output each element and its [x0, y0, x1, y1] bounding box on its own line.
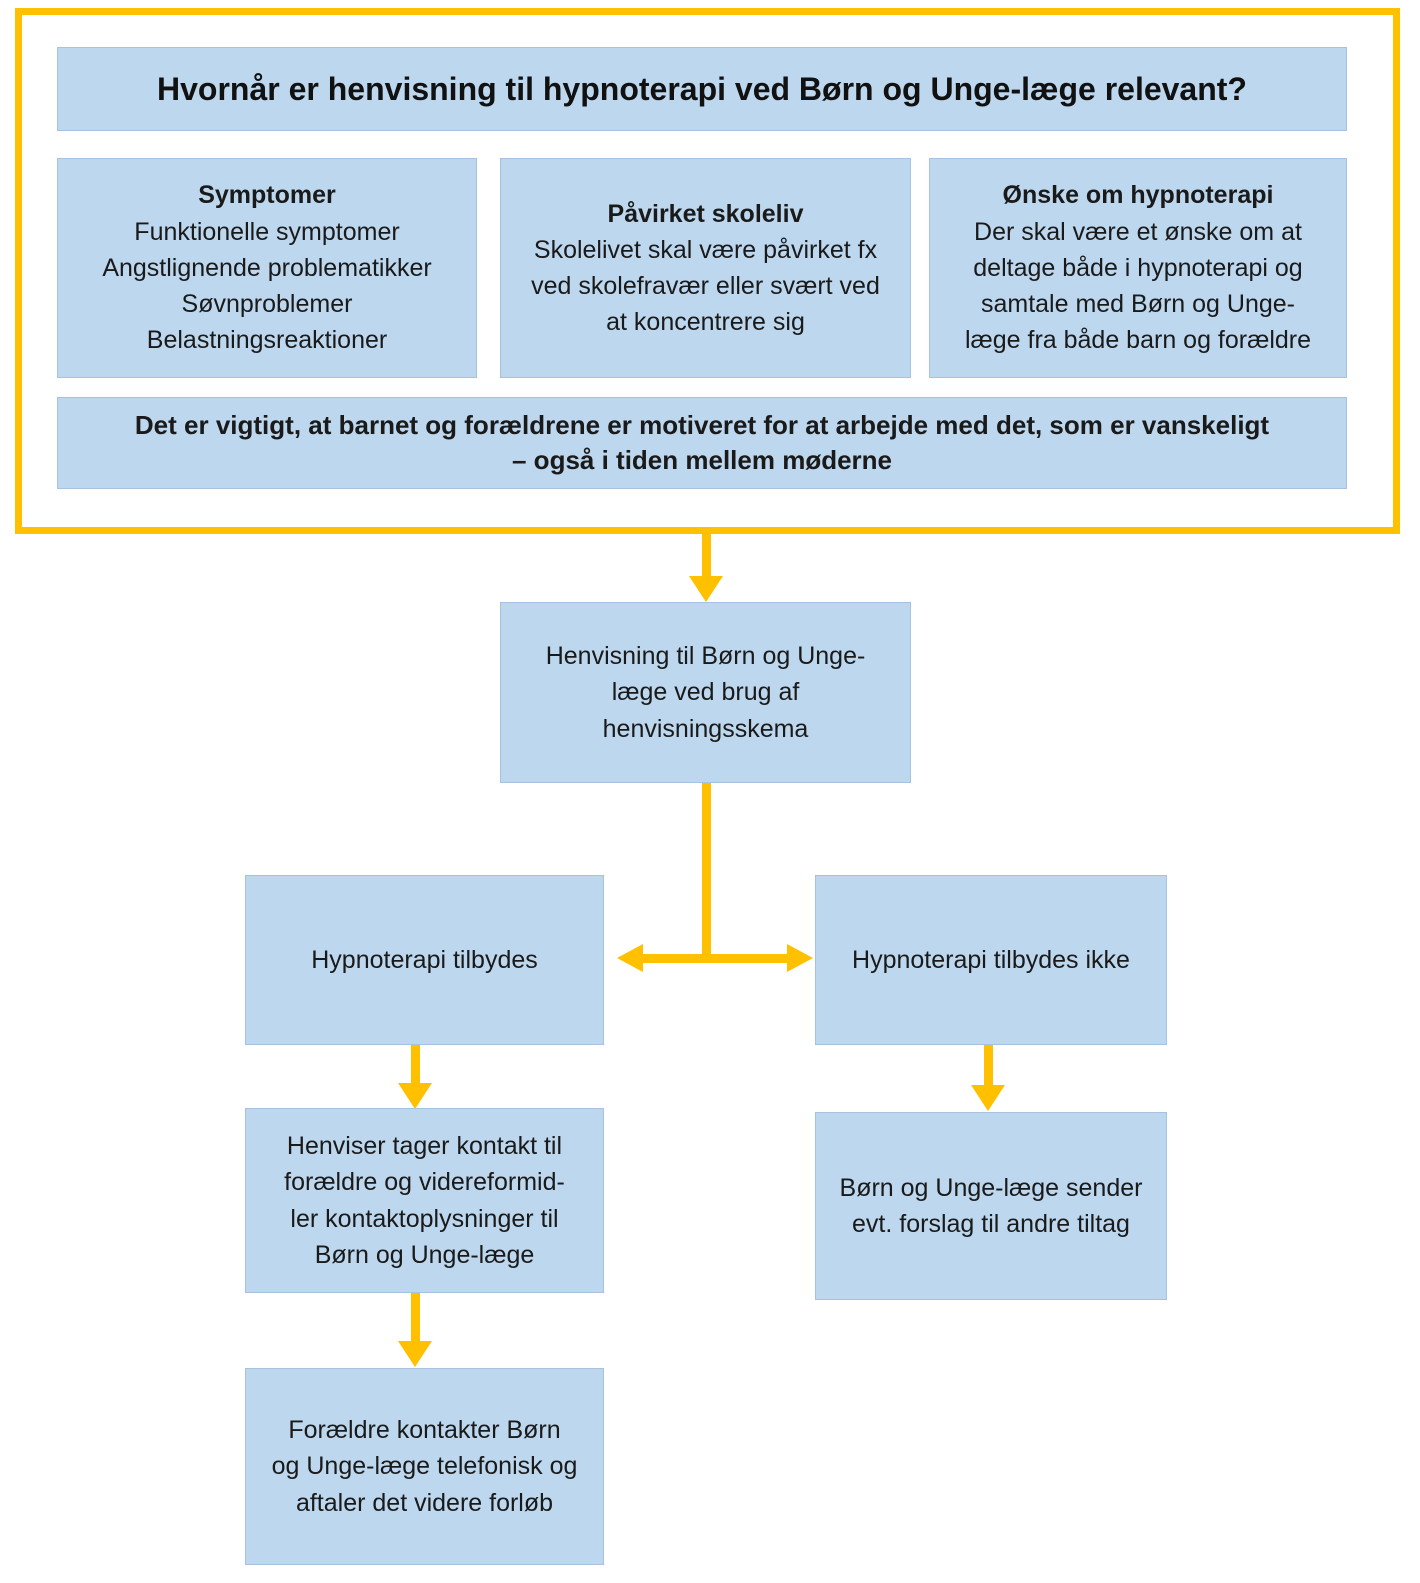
criteria-school-body: Skolelivet skal være påvirket fx ved sko…: [531, 235, 880, 337]
arrow-offered-to-referrer-head-icon: [398, 1083, 432, 1109]
arrow-split-horizontal-shaft: [642, 954, 788, 963]
referrer-contacts-text: Henviser tager kontakt til forældre og v…: [284, 1132, 565, 1269]
arrow-offered-to-referrer-shaft: [411, 1045, 420, 1085]
offered-text: Hypnoterapi tilbydes: [311, 945, 538, 974]
not-offered-box: Hypnoterapi tilbydes ikke: [815, 875, 1167, 1045]
other-measures-box: Børn og Unge-læge sender evt. forslag ti…: [815, 1112, 1167, 1300]
criteria-wish-body: Der skal være et ønske om at deltage båd…: [964, 217, 1312, 355]
not-offered-text: Hypnoterapi tilbydes ikke: [852, 945, 1130, 974]
arrow-frame-to-referral-shaft: [702, 534, 711, 578]
arrow-referrer-to-parents-head-icon: [398, 1341, 432, 1367]
arrow-frame-to-referral-head-icon: [689, 576, 723, 602]
criteria-frame-border: [15, 8, 1400, 534]
title-text: Hvornår er henvisning til hypnoterapi ve…: [157, 70, 1247, 107]
arrow-split-left-head-icon: [617, 944, 643, 972]
arrow-referrer-to-parents-shaft: [411, 1293, 420, 1343]
criteria-wish-heading: Ønske om hypnoterapi: [1002, 181, 1274, 210]
arrow-notoffered-to-other-shaft: [984, 1045, 993, 1087]
criteria-box-wish-for-hypnotherapy: Ønske om hypnoterapi Der skal være et øn…: [929, 158, 1347, 378]
criteria-box-symptoms: Symptomer Funktionelle symptomer Angstli…: [57, 158, 477, 378]
arrow-split-right-head-icon: [787, 944, 813, 972]
arrow-notoffered-to-other-head-icon: [971, 1085, 1005, 1111]
title-banner: Hvornår er henvisning til hypnoterapi ve…: [57, 47, 1347, 131]
referrer-contacts-box: Henviser tager kontakt til forældre og v…: [245, 1108, 604, 1293]
motivation-note-text: Det er vigtigt, at barnet og forældrene …: [134, 409, 1270, 475]
motivation-note: Det er vigtigt, at barnet og forældrene …: [57, 397, 1347, 489]
arrow-referral-to-split-shaft: [702, 783, 711, 963]
referral-box: Henvisning til Børn og Unge- læge ved br…: [500, 602, 911, 783]
criteria-symptoms-body: Funktionelle symptomer Angstlignende pro…: [102, 217, 432, 355]
parents-contact-text: Forældre kontakter Børn og Unge-læge tel…: [271, 1416, 578, 1517]
referral-text: Henvisning til Børn og Unge- læge ved br…: [545, 642, 866, 743]
criteria-symptoms-heading: Symptomer: [198, 181, 336, 210]
other-measures-text: Børn og Unge-læge sender evt. forslag ti…: [839, 1173, 1143, 1238]
criteria-box-school-life: Påvirket skoleliv Skolelivet skal være p…: [500, 158, 911, 378]
criteria-school-heading: Påvirket skoleliv: [607, 199, 804, 228]
offered-box: Hypnoterapi tilbydes: [245, 875, 604, 1045]
parents-contact-box: Forældre kontakter Børn og Unge-læge tel…: [245, 1368, 604, 1565]
